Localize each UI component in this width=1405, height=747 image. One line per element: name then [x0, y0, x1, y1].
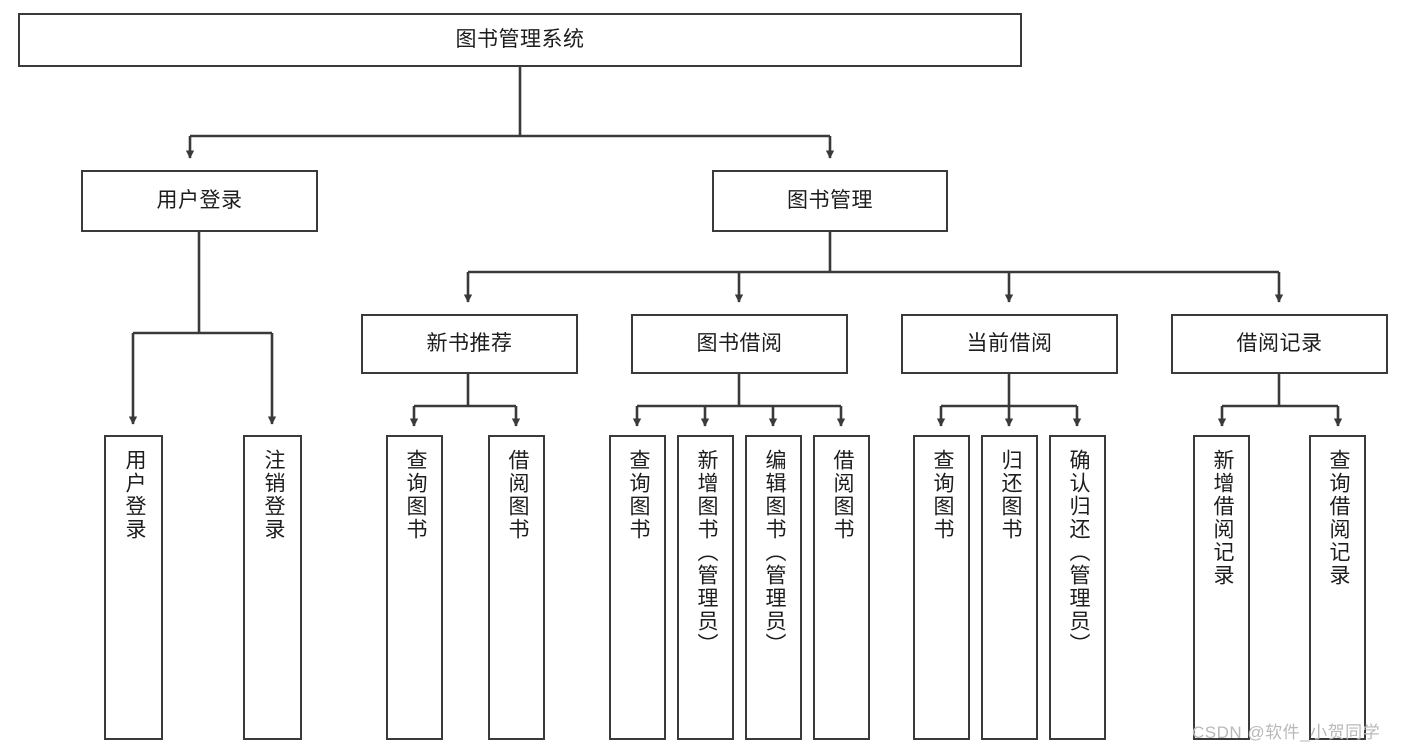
node-label: 新增借阅记录 — [1210, 449, 1234, 587]
node-current-borrowing[interactable]: 当前借阅 — [901, 314, 1118, 374]
node-label: 借阅图书 — [830, 449, 854, 541]
node-leaf-add-borrow-record[interactable]: 新增借阅记录 — [1193, 435, 1250, 740]
node-label: 编辑图书（管理员） — [762, 449, 786, 656]
node-label: 注销登录 — [261, 449, 285, 541]
node-book-management[interactable]: 图书管理 — [712, 170, 948, 232]
node-leaf-logout[interactable]: 注销登录 — [243, 435, 302, 740]
node-user-login[interactable]: 用户登录 — [81, 170, 318, 232]
node-label: 图书管理系统 — [455, 27, 585, 51]
node-leaf-confirm-return-admin[interactable]: 确认归还（管理员） — [1049, 435, 1106, 740]
node-book-borrowing[interactable]: 图书借阅 — [631, 314, 848, 374]
node-label: 查询图书 — [403, 449, 427, 541]
node-leaf-query-book-borrowing[interactable]: 查询图书 — [609, 435, 666, 740]
node-leaf-return-book[interactable]: 归还图书 — [981, 435, 1038, 740]
node-label: 图书管理 — [787, 188, 873, 212]
node-leaf-edit-book-admin[interactable]: 编辑图书（管理员） — [745, 435, 802, 740]
node-label: 查询借阅记录 — [1326, 449, 1350, 587]
node-new-book-recommendation[interactable]: 新书推荐 — [361, 314, 578, 374]
node-root-book-management-system[interactable]: 图书管理系统 — [18, 13, 1022, 67]
node-leaf-borrow-book-borrowing[interactable]: 借阅图书 — [813, 435, 870, 740]
node-borrowing-record[interactable]: 借阅记录 — [1171, 314, 1388, 374]
node-label: 确认归还（管理员） — [1066, 449, 1090, 656]
node-leaf-add-book-admin[interactable]: 新增图书（管理员） — [677, 435, 734, 740]
watermark-text: CSDN @软件_小贺同学 — [1192, 723, 1381, 742]
node-label: 图书借阅 — [696, 331, 783, 355]
node-label: 查询图书 — [626, 449, 650, 541]
node-leaf-borrow-book-recommendation[interactable]: 借阅图书 — [488, 435, 545, 740]
node-label: 归还图书 — [998, 449, 1022, 541]
node-label: 用户登录 — [122, 449, 146, 541]
node-leaf-query-borrow-record[interactable]: 查询借阅记录 — [1309, 435, 1366, 740]
node-label: 用户登录 — [156, 188, 243, 212]
node-leaf-query-book-current[interactable]: 查询图书 — [913, 435, 970, 740]
node-label: 新增图书（管理员） — [694, 449, 718, 656]
node-label: 当前借阅 — [966, 331, 1053, 355]
node-leaf-user-login[interactable]: 用户登录 — [104, 435, 163, 740]
node-leaf-query-book-recommendation[interactable]: 查询图书 — [386, 435, 443, 740]
node-label: 借阅记录 — [1236, 331, 1323, 355]
node-label: 新书推荐 — [426, 331, 513, 355]
node-label: 查询图书 — [930, 449, 954, 541]
node-label: 借阅图书 — [505, 449, 529, 541]
